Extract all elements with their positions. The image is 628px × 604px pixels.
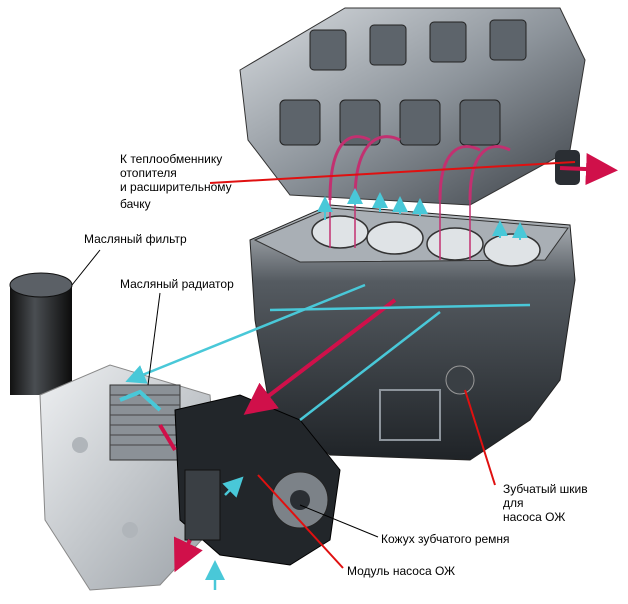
cylinder-head	[239, 7, 586, 206]
label-line: К теплообменнику	[120, 152, 223, 166]
label-line: Зубчатый шкив	[503, 482, 588, 496]
head-coolant-paths	[328, 135, 511, 201]
label-line: для	[503, 496, 524, 510]
cold-coolant-up-arrows	[317, 188, 528, 240]
cold-coolant-flow	[119, 283, 531, 590]
label-line: насоса ОЖ	[503, 510, 566, 524]
label-oil-filter: Масляный фильтр	[84, 232, 187, 246]
label-heat-exchanger: К теплообменнику отопителя и расширитель…	[120, 152, 232, 211]
coolant-pump-module	[174, 394, 341, 566]
oil-filter	[9, 272, 73, 395]
label-oil-cooler: Масляный радиатор	[120, 277, 234, 291]
label-line: бачку	[120, 197, 151, 211]
label-pulley: Зубчатый шкив для насоса ОЖ	[503, 482, 588, 524]
label-pump-module: Модуль насоса ОЖ	[347, 564, 456, 578]
label-line: отопителя	[120, 166, 177, 180]
label-belt-cover: Кожух зубчатого ремня	[381, 532, 510, 546]
leader-lines	[71, 161, 576, 569]
label-line: и расширительному	[120, 180, 232, 194]
hot-coolant-flow	[158, 153, 618, 573]
